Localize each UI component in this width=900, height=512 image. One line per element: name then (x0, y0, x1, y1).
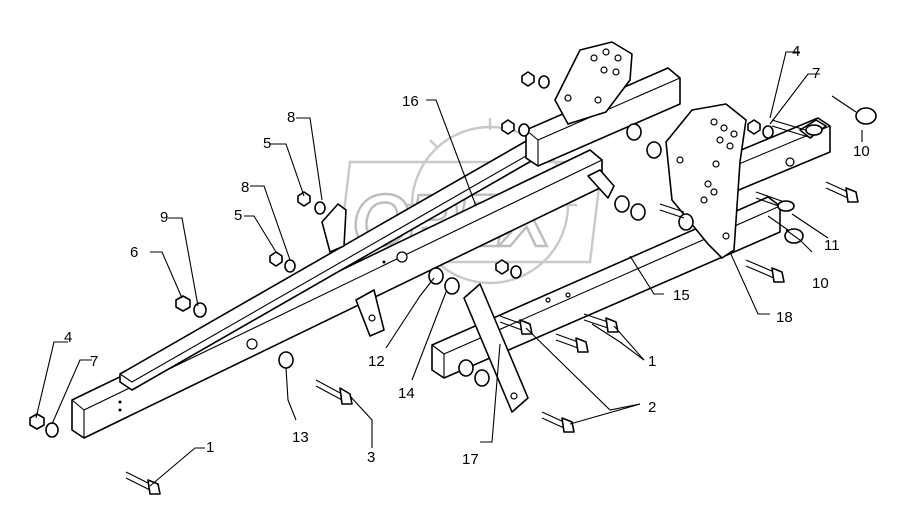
bracket-plate-18 (665, 103, 747, 259)
bushings (278, 123, 694, 387)
angle-bracket-left (321, 203, 347, 253)
bolt-18 (745, 259, 785, 283)
callout-13: 13 (292, 429, 309, 446)
pin-11 (755, 191, 795, 212)
callout-9: 9 (160, 209, 168, 226)
callout-10-upper: 10 (853, 143, 870, 160)
plate-17 (463, 283, 529, 413)
linch-pin-upper (831, 95, 877, 125)
callout-16: 16 (402, 93, 419, 110)
callout-14: 14 (398, 385, 415, 402)
callout-10-lower: 10 (812, 275, 829, 292)
bolt-3 (315, 379, 353, 405)
callout-3: 3 (367, 449, 375, 466)
callout-1-front: 1 (206, 439, 214, 456)
bolt-rear-stud (659, 203, 685, 219)
bolt-2b (541, 411, 575, 433)
callout-labels: 1 1 2 3 4 4 5 5 6 7 7 8 8 9 10 10 11 12 … (64, 43, 870, 468)
bolts (125, 181, 859, 495)
angle-bracket-mid (355, 289, 385, 337)
callout-18: 18 (776, 309, 793, 326)
bolt-rear-right (825, 181, 859, 203)
bolt-1a (583, 313, 619, 333)
callout-6: 6 (130, 244, 138, 261)
bolt-1b (555, 333, 589, 353)
callout-17: 17 (462, 451, 479, 468)
callout-8-upper: 8 (287, 109, 295, 126)
callout-12: 12 (368, 353, 385, 370)
pin-upper (771, 119, 823, 139)
callout-1-rear: 1 (648, 353, 656, 370)
leader-lines (35, 51, 863, 487)
callout-8-lower: 8 (241, 179, 249, 196)
callout-4-left: 4 (64, 329, 72, 346)
bolt-1-front (125, 471, 161, 495)
callout-5-upper: 5 (263, 135, 271, 152)
callout-11: 11 (824, 237, 840, 254)
callout-4-right: 4 (792, 43, 800, 60)
angle-bracket-rear (587, 169, 615, 199)
callout-15: 15 (673, 287, 690, 304)
upper-bracket-plate (554, 41, 633, 125)
callout-5-lower: 5 (234, 207, 242, 224)
nuts-and-washers (29, 71, 774, 438)
callout-7-right: 7 (812, 65, 820, 82)
callout-2: 2 (648, 399, 656, 416)
callout-7-left: 7 (90, 353, 98, 370)
